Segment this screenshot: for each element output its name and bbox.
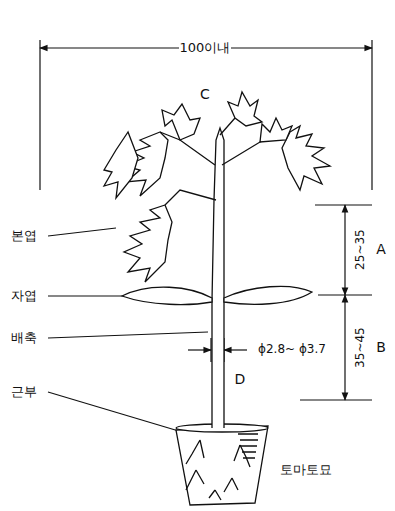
dimension-text: 100이내 — [179, 41, 232, 55]
dimension-text: ϕ2.8~ ϕ3.7 — [257, 343, 327, 356]
dimension-text: 25~35 — [353, 229, 366, 272]
dimension-text: 35~45 — [353, 327, 366, 370]
part-name: 토마토묘 — [279, 463, 333, 477]
plant — [104, 92, 330, 505]
dimension-letter: C — [199, 87, 211, 102]
dimension-lines — [40, 40, 372, 432]
part-name: 근부 — [10, 385, 38, 399]
dimension-letter: B — [375, 340, 387, 355]
part-name: 자엽 — [10, 289, 38, 303]
dimension-letter: A — [375, 242, 387, 257]
part-name: 본엽 — [10, 229, 38, 243]
part-name: 배축 — [10, 331, 38, 345]
dimension-letter: D — [234, 372, 247, 387]
